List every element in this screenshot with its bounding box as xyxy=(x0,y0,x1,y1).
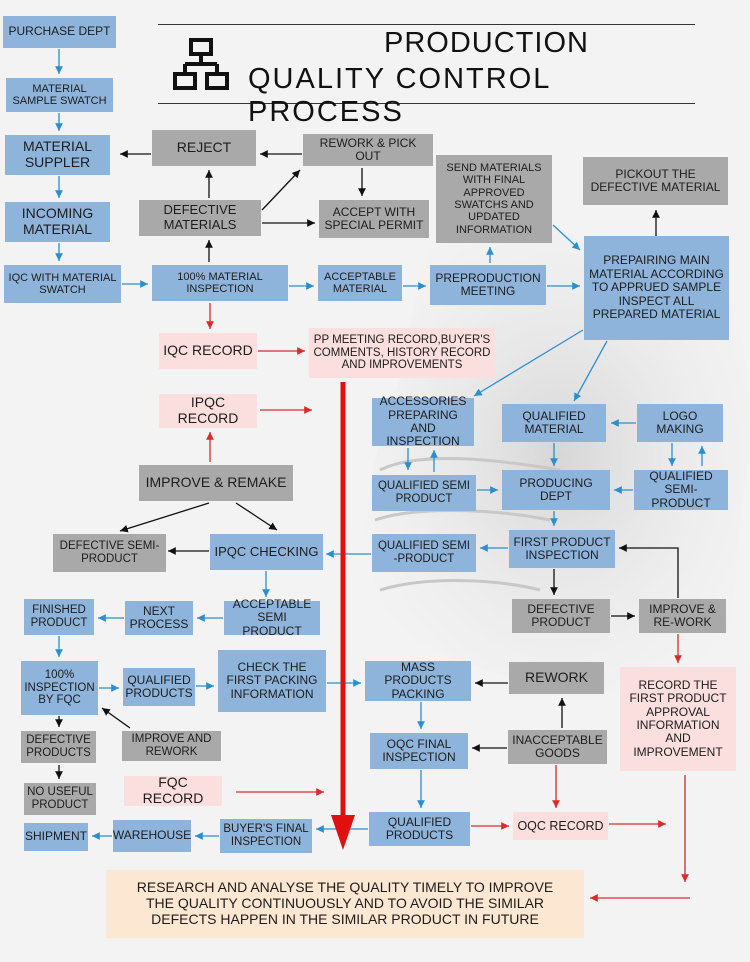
prepairing-main-material-box: PREPAIRING MAIN MATERIAL ACCORDING TO AP… xyxy=(584,236,729,340)
shipment-box: SHIPMENT xyxy=(24,823,88,851)
acceptable-semi-product-box: ACCEPTABLE SEMI PRODUCT xyxy=(224,597,320,637)
rework-pick-out-box: REWORK & PICK OUT xyxy=(303,134,433,166)
oqc-record-box: OQC RECORD xyxy=(513,812,608,840)
qualified-products-1-box: QUALIFIED PRODUCTS xyxy=(123,668,195,706)
title-block: PRODUCTION QUALITY CONTROL PROCESS xyxy=(158,24,695,128)
qualified-material-box: QUALIFIED MATERIAL xyxy=(502,404,606,442)
purchase-dept-box: PURCHASE DEPT xyxy=(3,16,116,48)
qualified-products-2-box: QUALIFIED PRODUCTS xyxy=(369,812,470,846)
inspection-by-fqc-box: 100% INSPECTION BY FQC xyxy=(21,661,98,715)
qualified-semi-product-1-box: QUALIFIED SEMI PRODUCT xyxy=(372,475,476,511)
acceptable-material-box: ACCEPTABLE MATERIAL xyxy=(318,265,402,301)
ipqc-checking-box: IPQC CHECKING xyxy=(210,534,323,570)
incoming-material-box: INCOMING MATERIAL xyxy=(5,202,110,242)
next-process-box: NEXT PROCESS xyxy=(125,601,193,635)
ipqc-record-box: IPQC RECORD xyxy=(159,394,257,428)
material-inspection-100-box: 100% MATERIAL INSPECTION xyxy=(152,265,288,301)
pp-meeting-record-box: PP MEETING RECORD,BUYER'S COMMENTS, HIST… xyxy=(309,328,495,378)
pickout-defective-box: PICKOUT THE DEFECTIVE MATERIAL xyxy=(583,157,728,205)
mass-products-packing-box: MASS PRODUCTS PACKING xyxy=(365,660,471,701)
defective-semi-product-box: DEFECTIVE SEMI-PRODUCT xyxy=(53,534,166,572)
qualified-semi-product-3-box: QUALIFIED SEMI -PRODUCT xyxy=(372,534,476,572)
accept-special-permit-box: ACCEPT WITH SPECIAL PERMIT xyxy=(319,200,429,238)
reject-box: REJECT xyxy=(152,130,256,166)
material-sample-swatch-box: MATERIAL SAMPLE SWATCH xyxy=(6,78,113,112)
material-suppler-box: MATERIAL SUPPLER xyxy=(5,135,110,175)
research-analyse-box: RESEARCH AND ANALYSE THE QUALITY TIMELY … xyxy=(106,870,584,938)
send-materials-box: SEND MATERIALS WITH FINAL APPROVED SWATC… xyxy=(436,155,552,243)
inacceptable-goods-box: INACCEPTABLE GOODS xyxy=(508,730,607,764)
first-product-inspection-box: FIRST PRODUCT INSPECTION xyxy=(509,530,615,568)
defective-product-box: DEFECTIVE PRODUCT xyxy=(512,599,610,633)
iqc-record-box: IQC RECORD xyxy=(159,333,257,369)
page-title-line-2: QUALITY CONTROL PROCESS xyxy=(248,63,551,128)
defective-products-box: DEFECTIVE PRODUCTS xyxy=(21,731,96,763)
iqc-with-swatch-box: IQC WITH MATERIAL SWATCH xyxy=(4,265,121,303)
page-title-line-1: PRODUCTION xyxy=(384,27,589,59)
no-useful-product-box: NO USEFUL PRODUCT xyxy=(24,783,96,815)
fqc-record-box: FQC RECORD xyxy=(124,774,222,806)
org-chart-icon xyxy=(173,38,229,90)
rework-box: REWORK xyxy=(509,662,604,694)
improve-rework-1-box: IMPROVE & RE-WORK xyxy=(639,599,726,633)
finished-product-box: FINISHED PRODUCT xyxy=(24,599,94,635)
buyers-final-inspection-box: BUYER'S FINAL INSPECTION xyxy=(220,819,312,853)
oqc-final-inspection-box: OQC FINAL INSPECTION xyxy=(370,733,468,769)
warehouse-box: WAREHOUSE xyxy=(113,820,191,852)
improve-remake-box: IMPROVE & REMAKE xyxy=(139,465,293,501)
producing-dept-box: PRODUCING DEPT xyxy=(502,470,610,510)
logo-making-box: LOGO MAKING xyxy=(637,404,723,442)
check-first-packing-box: CHECK THE FIRST PACKING INFORMATION xyxy=(218,650,326,712)
preproduction-meeting-box: PREPRODUCTION MEETING xyxy=(430,265,546,305)
record-first-product-box: RECORD THE FIRST PRODUCT APPROVAL INFORM… xyxy=(620,667,736,771)
accessories-preparing-box: ACCESSORIES PREPARING AND INSPECTION xyxy=(372,394,474,448)
improve-and-rework-box: IMPROVE AND REWORK xyxy=(122,731,221,761)
qualified-semi-product-2-box: QUALIFIED SEMI-PRODUCT xyxy=(634,469,728,510)
defective-materials-box: DEFECTIVE MATERIALS xyxy=(139,200,261,236)
